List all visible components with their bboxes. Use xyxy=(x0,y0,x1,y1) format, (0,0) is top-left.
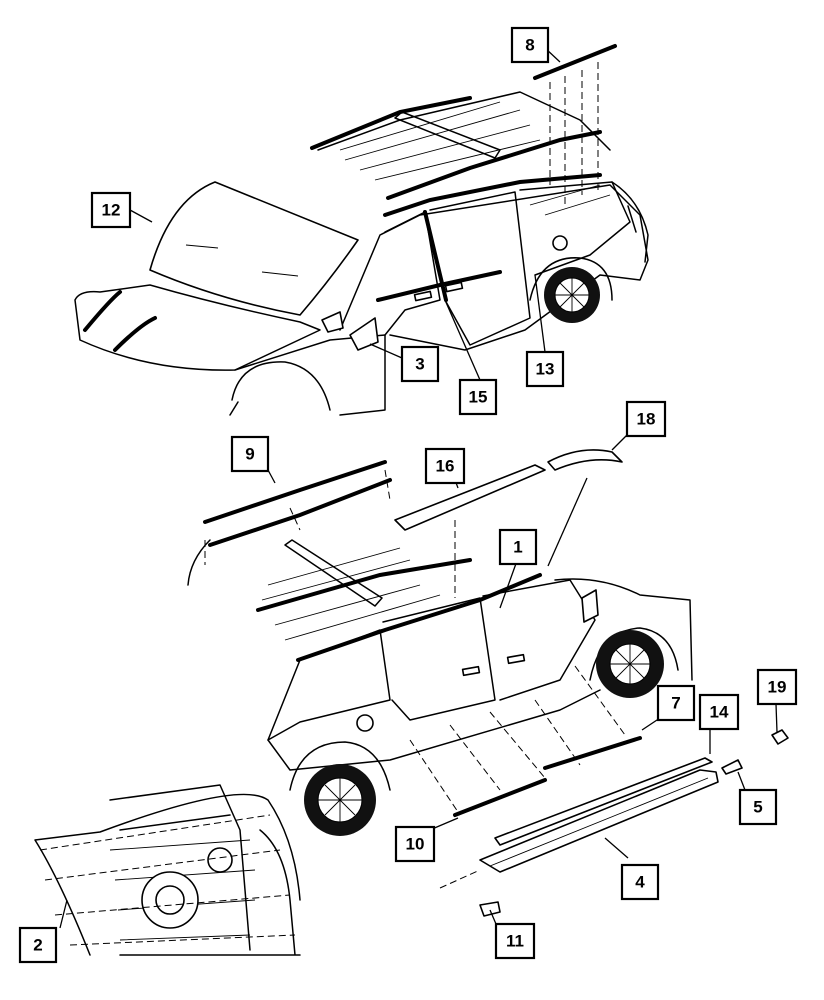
svg-text:19: 19 xyxy=(768,678,787,697)
svg-text:18: 18 xyxy=(637,410,656,429)
rear-crossbar xyxy=(284,539,383,607)
callout-2: 2 xyxy=(18,926,58,964)
rear-quarter-window xyxy=(267,629,391,741)
callout-7: 7 xyxy=(656,684,696,722)
roof-outline xyxy=(317,91,611,151)
svg-text:12: 12 xyxy=(102,201,121,220)
svg-text:16: 16 xyxy=(436,457,455,476)
hood xyxy=(74,284,321,371)
callout-13: 13 xyxy=(525,350,565,388)
callout-15: 16 xyxy=(424,447,466,485)
front-door-rear xyxy=(482,579,596,701)
svg-text:7: 7 xyxy=(671,694,680,713)
roof-drip-molding xyxy=(383,173,602,217)
clip-19 xyxy=(771,729,789,745)
callout-3: 3 xyxy=(400,345,440,383)
sliding-door-rear xyxy=(382,597,496,721)
clip-18 xyxy=(479,901,501,917)
svg-text:4: 4 xyxy=(635,873,645,892)
clip-5 xyxy=(721,759,743,775)
svg-text:14: 14 xyxy=(710,703,729,722)
callout-12: 14 xyxy=(698,693,740,731)
roof-crossbar xyxy=(394,111,501,159)
svg-text:1: 1 xyxy=(513,538,522,557)
callout-16: 18 xyxy=(625,400,667,438)
van-front-view xyxy=(74,44,649,416)
callout-18: 11 xyxy=(494,922,536,960)
sliding-door xyxy=(429,191,531,346)
roof-molding-15 xyxy=(394,464,546,531)
hood-panel xyxy=(34,793,301,956)
front-door xyxy=(384,211,441,336)
roof-rack-rail-left xyxy=(256,558,472,612)
callout-5: 5 xyxy=(738,788,778,826)
b-pillar-applique xyxy=(423,210,448,302)
svg-text:3: 3 xyxy=(415,355,424,374)
svg-text:15: 15 xyxy=(469,388,488,407)
liftgate-molding xyxy=(533,44,617,80)
hood-underside-view xyxy=(34,784,301,956)
svg-text:13: 13 xyxy=(536,360,555,379)
callout-4: 4 xyxy=(620,863,660,901)
door-sill-molding-front xyxy=(543,736,642,770)
callout-10: 10 xyxy=(394,825,436,863)
svg-text:10: 10 xyxy=(406,835,425,854)
roof-rail-left xyxy=(310,96,472,150)
mirror xyxy=(349,317,379,351)
door-molding-front xyxy=(376,270,502,302)
rocker-molding xyxy=(479,769,719,873)
door-sill-molding-rear xyxy=(453,778,547,817)
callout-9: 9 xyxy=(230,435,270,473)
callout-11: 12 xyxy=(90,191,132,229)
roof-molding-16 xyxy=(547,449,623,471)
svg-text:9: 9 xyxy=(245,445,254,464)
front-wheel-arch xyxy=(231,361,331,411)
van-rear-view xyxy=(187,449,789,917)
svg-text:5: 5 xyxy=(753,798,762,817)
callout-8: 8 xyxy=(510,26,550,64)
rocker-molding-lower xyxy=(494,757,713,846)
windshield xyxy=(149,181,359,316)
callout-19: 19 xyxy=(756,668,798,706)
svg-text:2: 2 xyxy=(33,936,42,955)
roof-rail-right xyxy=(386,130,602,200)
callout-14: 15 xyxy=(458,378,498,416)
svg-text:11: 11 xyxy=(506,932,524,951)
callout-1: 1 xyxy=(498,528,538,566)
roof-molding-9 xyxy=(203,460,387,524)
svg-text:8: 8 xyxy=(525,36,534,55)
